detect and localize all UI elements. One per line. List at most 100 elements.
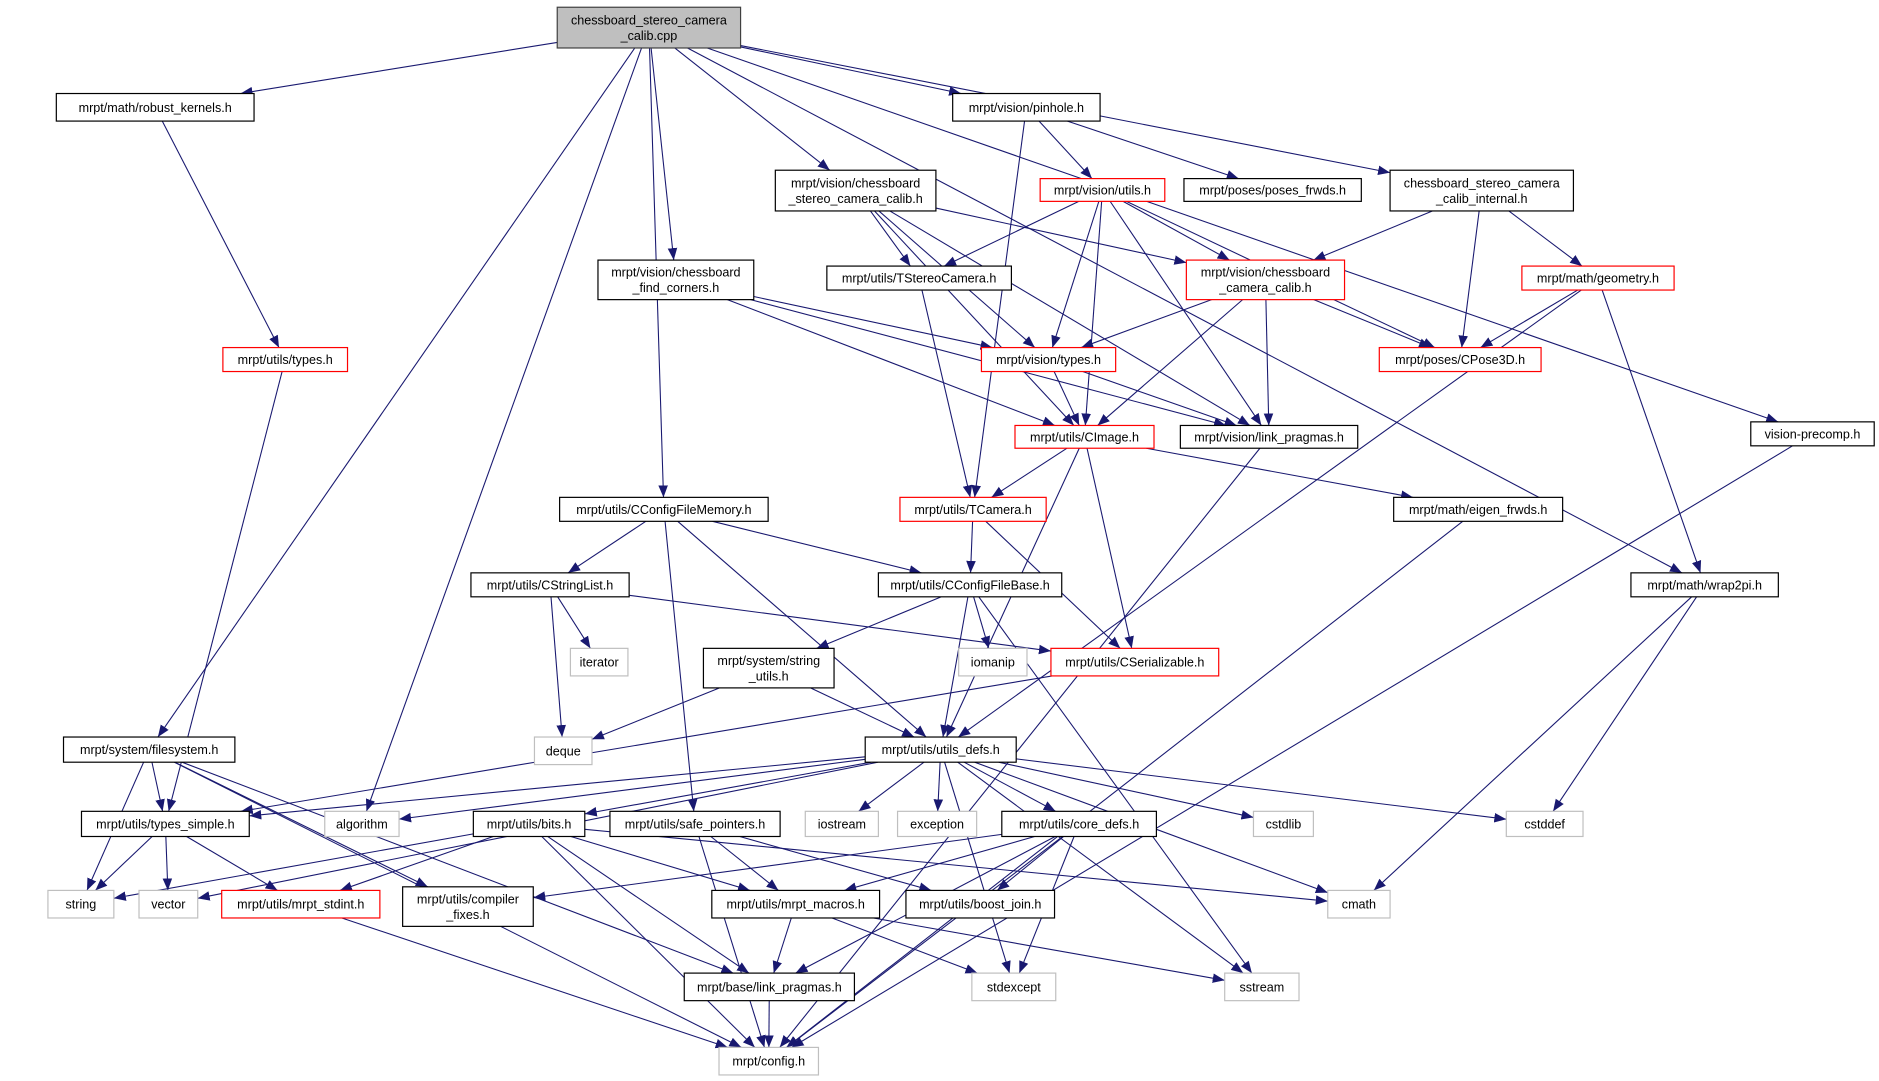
edge-root-to-filesystem bbox=[157, 47, 636, 738]
node-eigen[interactable]: mrpt/math/eigen_frwds.h bbox=[1393, 496, 1564, 522]
node-cpose3d[interactable]: mrpt/poses/CPose3D.h bbox=[1378, 346, 1542, 373]
node-string: string bbox=[47, 889, 115, 919]
node-deque: deque bbox=[533, 736, 593, 766]
node-box bbox=[980, 346, 1117, 373]
node-vchess_cam[interactable]: mrpt/vision/chessboard_camera_calib.h bbox=[1185, 259, 1346, 301]
edge-utilsdefs-to-types_simple bbox=[249, 756, 866, 820]
node-utils_types[interactable]: mrpt/utils/types.h bbox=[222, 346, 349, 373]
node-label: mrpt/system/string bbox=[717, 654, 820, 668]
node-label: cstddef bbox=[1524, 817, 1565, 831]
node-bits[interactable]: mrpt/utils/bits.h bbox=[472, 810, 586, 838]
node-safeptr[interactable]: mrpt/utils/safe_pointers.h bbox=[609, 810, 781, 838]
node-label: exception bbox=[910, 817, 964, 831]
edge-cfgmem-to-cfgbase bbox=[712, 520, 922, 575]
node-strutils[interactable]: mrpt/system/string_utils.h bbox=[702, 647, 835, 689]
node-box bbox=[1014, 424, 1155, 449]
edge-bits-to-config bbox=[541, 836, 756, 1048]
node-label: mrpt/vision/pinhole.h bbox=[969, 101, 1084, 115]
node-label: chessboard_stereo_camera bbox=[1404, 176, 1560, 190]
edge-vision_utils-to-vlink bbox=[1109, 201, 1262, 426]
edge-geometry-to-cpose3d bbox=[1480, 289, 1578, 349]
edge-calib_internal-to-vchess_cam bbox=[1313, 210, 1433, 261]
node-cserial[interactable]: mrpt/utils/CSerializable.h bbox=[1050, 647, 1220, 677]
node-label: mrpt/utils/types.h bbox=[238, 353, 333, 367]
edge-vchess_cam-to-vision_types bbox=[1080, 299, 1212, 349]
node-box bbox=[864, 736, 1017, 763]
node-stdint[interactable]: mrpt/utils/mrpt_stdint.h bbox=[221, 889, 381, 919]
node-compfix[interactable]: mrpt/utils/compiler_fixes.h bbox=[402, 886, 534, 927]
edge-vchess_stereo-to-tstereo bbox=[869, 210, 911, 267]
node-vision_utils[interactable]: mrpt/vision/utils.h bbox=[1039, 178, 1166, 202]
node-label: mrpt/utils/mrpt_stdint.h bbox=[237, 898, 364, 912]
edge-cfgmem-to-safeptr bbox=[664, 521, 698, 812]
edge-root-to-vprecomp bbox=[707, 47, 1779, 423]
edge-tcamera-to-cfgbase bbox=[966, 521, 976, 573]
node-label: _stereo_camera_calib.h bbox=[787, 192, 922, 206]
node-label: mrpt/math/wrap2pi.h bbox=[1647, 578, 1762, 592]
node-box bbox=[1750, 421, 1875, 447]
node-blink[interactable]: mrpt/base/link_pragmas.h bbox=[683, 972, 856, 1002]
edge-geometry-to-wrap2pi bbox=[1601, 289, 1702, 574]
edge-utilsdefs-to-bits bbox=[584, 761, 872, 817]
node-iterator: iterator bbox=[569, 647, 629, 677]
node-macros[interactable]: mrpt/utils/mrpt_macros.h bbox=[711, 889, 881, 919]
node-vlink[interactable]: mrpt/vision/link_pragmas.h bbox=[1179, 424, 1359, 449]
node-wrap2pi[interactable]: mrpt/math/wrap2pi.h bbox=[1630, 572, 1779, 598]
node-box bbox=[1050, 647, 1220, 677]
node-box bbox=[1252, 810, 1314, 838]
node-label: mrpt/utils/CConfigFileMemory.h bbox=[576, 503, 751, 517]
node-cimage[interactable]: mrpt/utils/CImage.h bbox=[1014, 424, 1155, 449]
node-box bbox=[958, 647, 1028, 677]
node-tcamera[interactable]: mrpt/utils/TCamera.h bbox=[899, 496, 1047, 522]
node-box bbox=[1505, 810, 1584, 838]
node-cmath: cmath bbox=[1327, 889, 1391, 919]
node-vchess_find[interactable]: mrpt/vision/chessboard_find_corners.h bbox=[597, 259, 755, 301]
node-filesystem[interactable]: mrpt/system/filesystem.h bbox=[62, 736, 236, 763]
node-label: mrpt/vision/chessboard bbox=[791, 176, 920, 190]
edge-safeptr-to-config bbox=[698, 836, 766, 1048]
node-box bbox=[971, 972, 1057, 1002]
edge-coredefs-to-boostjoin bbox=[996, 836, 1064, 891]
node-vprecomp[interactable]: vision-precomp.h bbox=[1750, 421, 1875, 447]
node-cfgmem[interactable]: mrpt/utils/CConfigFileMemory.h bbox=[559, 496, 769, 522]
edge-utilsdefs-to-cstddef bbox=[1016, 758, 1507, 823]
node-label: _utils.h bbox=[748, 669, 789, 683]
edge-types_simple-to-vector bbox=[162, 836, 173, 891]
edge-root-to-algorithm bbox=[365, 47, 643, 812]
node-box bbox=[324, 810, 400, 838]
edge-vision_utils-to-tstereo bbox=[943, 200, 1080, 267]
edge-stdint-to-config bbox=[341, 917, 728, 1049]
node-box bbox=[683, 972, 856, 1002]
node-pinhole[interactable]: mrpt/vision/pinhole.h bbox=[952, 92, 1101, 122]
node-root[interactable]: chessboard_stereo_camera_calib.cpp bbox=[556, 6, 742, 49]
node-poses_frwds[interactable]: mrpt/poses/poses_frwds.h bbox=[1183, 178, 1362, 202]
edge-calib_internal-to-geometry bbox=[1508, 210, 1583, 267]
node-label: deque bbox=[546, 744, 581, 758]
node-box bbox=[1179, 424, 1359, 449]
node-strlist[interactable]: mrpt/utils/CStringList.h bbox=[470, 572, 630, 598]
edge-coredefs-to-compfix bbox=[533, 833, 1002, 901]
node-label: mrpt/utils/core_defs.h bbox=[1019, 817, 1139, 831]
node-tstereo[interactable]: mrpt/utils/TStereoCamera.h bbox=[826, 265, 1012, 291]
node-box bbox=[1001, 810, 1157, 838]
node-cfgbase[interactable]: mrpt/utils/CConfigFileBase.h bbox=[877, 572, 1063, 598]
edge-cfgbase-to-strutils bbox=[816, 596, 942, 649]
node-types_simple[interactable]: mrpt/utils/types_simple.h bbox=[80, 810, 250, 838]
node-box bbox=[1185, 259, 1346, 301]
edge-vchess_stereo-to-cimage bbox=[874, 210, 1075, 426]
node-coredefs[interactable]: mrpt/utils/core_defs.h bbox=[1001, 810, 1157, 838]
edge-root-to-pinhole bbox=[740, 46, 962, 96]
node-utilsdefs[interactable]: mrpt/utils/utils_defs.h bbox=[864, 736, 1017, 763]
edge-vchess_cam-to-vlink bbox=[1263, 299, 1274, 426]
edge-strlist-to-cserial bbox=[629, 594, 1052, 655]
node-geometry[interactable]: mrpt/math/geometry.h bbox=[1521, 265, 1675, 291]
node-robust_kernels[interactable]: mrpt/math/robust_kernels.h bbox=[55, 92, 255, 122]
edge-cfgbase-to-iomanip bbox=[973, 596, 990, 649]
node-vchess_stereo[interactable]: mrpt/vision/chessboard _stereo_camera_cal… bbox=[774, 169, 937, 212]
node-vision_types[interactable]: mrpt/vision/types.h bbox=[980, 346, 1117, 373]
edge-macros-to-sstream bbox=[873, 917, 1225, 983]
node-boostjoin[interactable]: mrpt/utils/boost_join.h bbox=[905, 889, 1056, 919]
node-calib_internal[interactable]: chessboard_stereo_camera_calib_internal.… bbox=[1389, 169, 1575, 212]
edge-types_simple-to-string bbox=[95, 836, 153, 891]
edge-utilsdefs-to-cstdlib bbox=[998, 761, 1254, 820]
